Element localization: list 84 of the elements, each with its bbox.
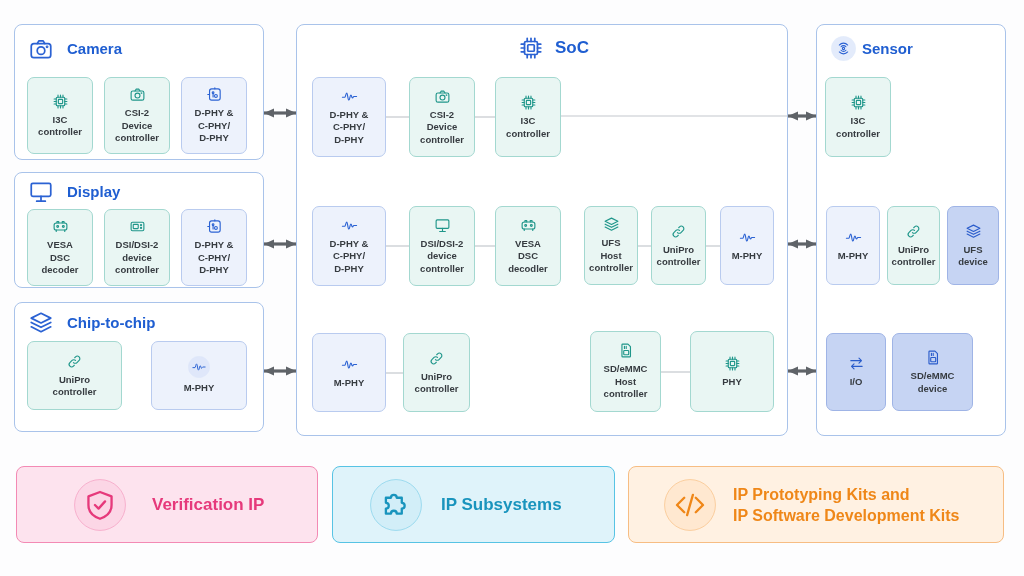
component-box xyxy=(887,206,940,285)
panel xyxy=(14,172,264,288)
component-box xyxy=(720,206,774,285)
component-box xyxy=(892,333,973,411)
block-label: UFS Host controller xyxy=(589,237,633,275)
component-box xyxy=(312,77,386,157)
double-arrow xyxy=(788,239,816,249)
panel xyxy=(816,24,1006,436)
connector-line xyxy=(637,245,652,247)
block-label: M-PHY xyxy=(333,376,365,390)
component-box xyxy=(151,341,247,410)
block-label: I3C controller xyxy=(506,115,550,140)
component-box xyxy=(584,206,638,285)
category-card xyxy=(628,466,1004,543)
block-label: SD/eMMC device xyxy=(910,370,955,395)
block-label: M-PHY xyxy=(731,249,763,263)
block-label: CSI-2 Device controller xyxy=(420,108,464,147)
panel-title: Sensor xyxy=(862,40,913,58)
connector-line xyxy=(660,371,691,373)
connector-line xyxy=(474,116,496,118)
block-label: UniPro controller xyxy=(52,373,97,399)
component-box xyxy=(947,206,999,285)
component-box xyxy=(27,77,93,154)
category-card xyxy=(16,466,318,543)
block-label: D-PHY & C-PHY/ D-PHY xyxy=(329,237,369,276)
block-label: UniPro controller xyxy=(656,243,701,269)
component-box xyxy=(312,333,386,412)
component-box xyxy=(690,331,774,412)
connector-line xyxy=(385,116,410,118)
double-arrow xyxy=(264,239,296,249)
component-box xyxy=(826,206,880,285)
component-box xyxy=(403,333,470,412)
card-title: IP Prototyping Kits and IP Software Development Kits xyxy=(733,484,960,526)
connector-line xyxy=(474,245,496,247)
panel-title: Chip-to-chip xyxy=(67,314,156,332)
component-box xyxy=(181,77,247,154)
block-label: UFS device xyxy=(958,243,988,269)
block-label: I3C controller xyxy=(38,113,82,139)
component-box xyxy=(495,77,561,157)
panel-title: Display xyxy=(67,183,121,201)
panel-title: Camera xyxy=(67,40,123,58)
block-label: UniPro controller xyxy=(891,243,936,269)
category-card xyxy=(332,466,615,543)
component-box xyxy=(651,206,706,285)
block-label: D-PHY & C-PHY/ D-PHY xyxy=(194,239,234,277)
block-label: SD/eMMC Host controller xyxy=(603,363,648,401)
double-arrow xyxy=(264,366,296,376)
panel xyxy=(14,302,264,432)
panel-title: SoC xyxy=(555,39,589,57)
component-box xyxy=(312,206,386,286)
component-box xyxy=(825,77,891,157)
component-box xyxy=(104,77,170,154)
component-box xyxy=(495,206,561,286)
panel xyxy=(14,24,264,160)
card-title: Verification IP xyxy=(152,494,265,515)
double-arrow xyxy=(788,366,816,376)
block-label: I/O xyxy=(849,376,863,389)
block-label: I3C controller xyxy=(836,115,880,140)
block-label: D-PHY & C-PHY/ D-PHY xyxy=(329,108,369,147)
block-label: M-PHY xyxy=(837,249,869,263)
double-arrow xyxy=(788,111,816,121)
block-label: PHY xyxy=(722,375,742,389)
component-box xyxy=(104,209,170,286)
component-box xyxy=(826,333,886,411)
connector-line xyxy=(385,372,404,374)
block-label: VESA DSC decodler xyxy=(508,237,548,276)
double-arrow xyxy=(264,108,296,118)
component-box xyxy=(590,331,661,412)
block-label: M-PHY xyxy=(183,382,215,395)
block-label: VESA DSC decoder xyxy=(41,239,79,277)
block-label: CSI-2 Device controller xyxy=(115,107,159,145)
component-box xyxy=(181,209,247,286)
component-box xyxy=(409,206,475,286)
connector-line xyxy=(385,245,410,247)
block-label: DSI/DSI-2 device controller xyxy=(115,239,159,277)
block-label: D-PHY & C-PHY/ D-PHY xyxy=(194,107,234,145)
card-title: IP Subsystems xyxy=(441,494,562,515)
component-box xyxy=(27,209,93,286)
component-box xyxy=(27,341,122,410)
block-label: DSI/DSI-2 device controller xyxy=(420,237,464,276)
panel xyxy=(296,24,788,436)
connector-line xyxy=(705,245,721,247)
block-label: UniPro controller xyxy=(414,370,459,396)
component-box xyxy=(409,77,475,157)
